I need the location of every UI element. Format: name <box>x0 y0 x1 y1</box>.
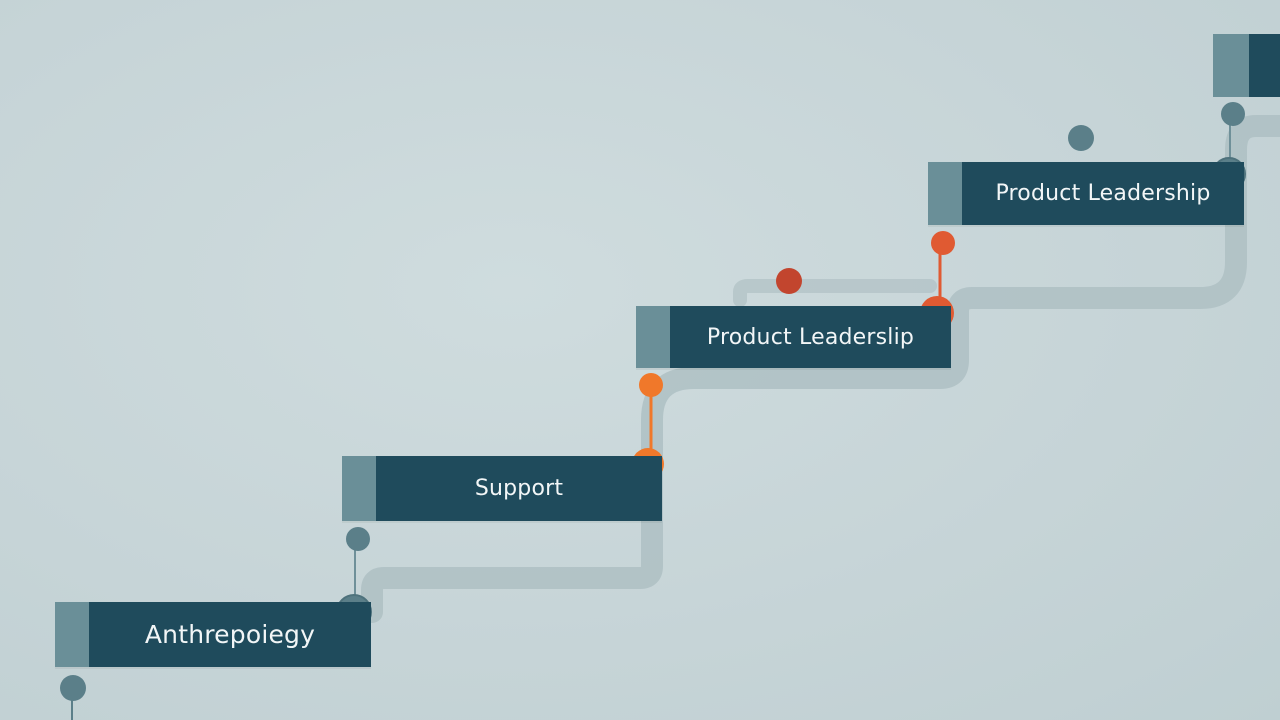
node-2-top <box>346 527 370 551</box>
node-4-bottom <box>931 231 955 255</box>
node-3-bottom <box>639 373 663 397</box>
connector-track <box>361 115 1280 623</box>
step-2-label: Support <box>474 476 564 501</box>
step-4-tab <box>928 162 962 225</box>
step-block-4: Product Leadership <box>928 162 1244 225</box>
top-block-tab <box>1213 34 1249 97</box>
step-block-1: Anthrepoiegy <box>55 602 371 667</box>
node-decor-red <box>776 268 802 294</box>
connector-track-upper <box>733 279 937 307</box>
step-1-tab <box>55 602 89 667</box>
step-4-label: Product Leadership <box>995 181 1211 206</box>
step-2-tab <box>342 456 376 521</box>
node-bottom-teal <box>60 675 86 701</box>
step-3-label: Product Leaderslip <box>706 324 915 350</box>
node-decor-teal <box>1068 125 1094 151</box>
step-block-2: Support <box>342 456 662 521</box>
node-5-bottom <box>1221 102 1245 126</box>
step-3-tab <box>636 306 670 368</box>
step-1-label: Anthrepoiegy <box>144 620 316 649</box>
step-block-3: Product Leaderslip <box>636 306 951 368</box>
top-block <box>1249 34 1280 97</box>
